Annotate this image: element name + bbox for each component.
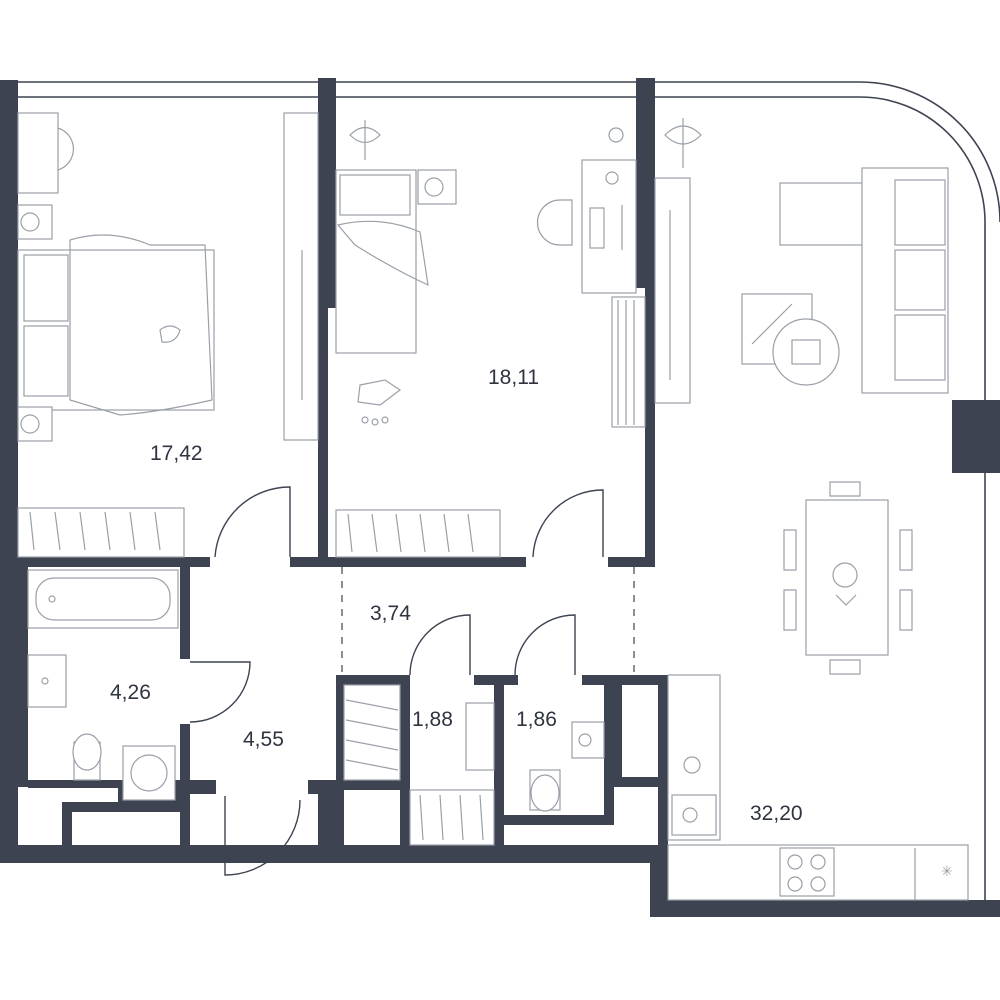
- storage-toilet-furniture: [343, 684, 605, 846]
- outer-walls: [0, 78, 1000, 917]
- living-furniture: ✳: [654, 117, 969, 901]
- room-area-bedroom-2: 18,11: [488, 366, 539, 389]
- svg-text:✳: ✳: [941, 864, 953, 880]
- area-labels: 17,42 18,11 3,74 4,26 4,55 1,88 1,86 32,…: [110, 366, 803, 825]
- room-area-corridor: 3,74: [370, 602, 411, 625]
- room-area-storage: 1,88: [412, 708, 453, 731]
- bedroom-1-furniture: [17, 112, 319, 558]
- bedroom-2-furniture: [335, 120, 646, 558]
- facade-lines: [18, 81, 1000, 900]
- room-area-toilet: 1,86: [516, 708, 557, 731]
- bathroom-furniture: [27, 569, 179, 801]
- zone-dividers: [341, 567, 635, 675]
- doors: [189, 486, 604, 876]
- room-area-hallway: 4,55: [243, 728, 284, 751]
- room-area-bedroom-1: 17,42: [150, 442, 203, 465]
- room-area-bathroom: 4,26: [110, 681, 151, 704]
- room-area-kitchen-living: 32,20: [750, 802, 803, 825]
